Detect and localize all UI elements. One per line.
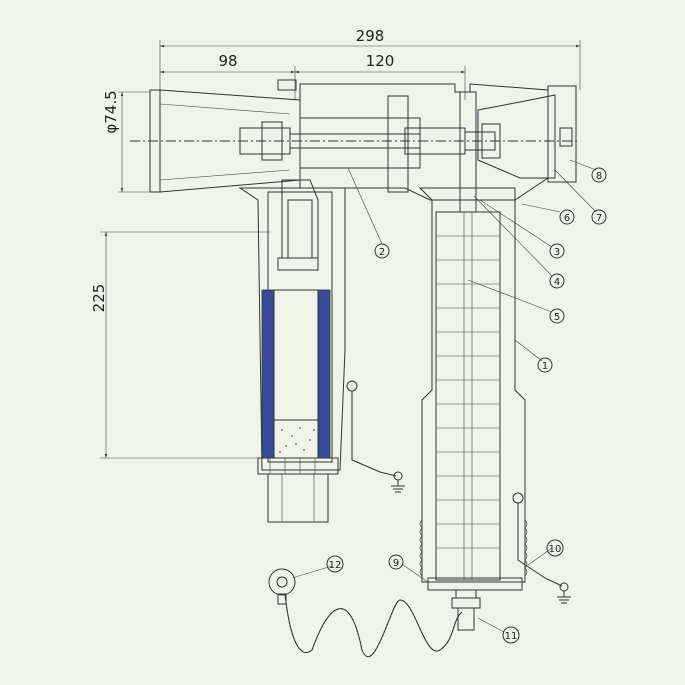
callout-12: 12 — [326, 555, 344, 573]
dimension-lines — [100, 40, 581, 459]
callout-1: 1 — [537, 357, 553, 373]
svg-text:4: 4 — [554, 277, 560, 288]
right-arrester-leg — [418, 91, 528, 631]
earth-braid — [268, 568, 463, 658]
connecting-rod — [130, 121, 580, 161]
stress-cone-right — [317, 289, 331, 459]
svg-text:1: 1 — [542, 361, 548, 372]
left-bushing — [149, 79, 301, 193]
svg-text:12: 12 — [329, 560, 342, 571]
svg-text:8: 8 — [596, 171, 602, 182]
t-body-top — [299, 83, 577, 201]
dim-height: 225 — [90, 284, 108, 313]
callout-2: 2 — [374, 243, 390, 259]
svg-text:11: 11 — [505, 631, 518, 642]
right-earth-lead — [512, 492, 571, 604]
svg-text:7: 7 — [596, 213, 602, 224]
ground-symbol-icon — [391, 480, 405, 493]
callout-3: 3 — [549, 243, 565, 259]
callout-6: 6 — [559, 209, 575, 225]
dim-right-width: 120 — [366, 52, 395, 70]
callout-9: 9 — [388, 554, 404, 570]
callout-leaders — [291, 159, 597, 633]
svg-text:10: 10 — [549, 544, 562, 555]
callout-11: 11 — [502, 626, 520, 644]
dim-bushing-diameter: φ74.5 — [102, 90, 120, 133]
svg-text:3: 3 — [554, 247, 560, 258]
svg-text:2: 2 — [379, 247, 385, 258]
callout-10: 10 — [546, 539, 564, 557]
callout-5: 5 — [549, 308, 565, 324]
dim-left-width: 98 — [218, 52, 237, 70]
left-cable-leg — [238, 179, 346, 523]
left-earth-lead — [346, 380, 405, 493]
callout-7: 7 — [591, 209, 607, 225]
stress-cone-left — [261, 289, 275, 459]
callout-4: 4 — [549, 273, 565, 289]
ground-symbol-icon — [557, 591, 571, 604]
dim-overall-width: 298 — [356, 27, 385, 45]
svg-text:5: 5 — [554, 312, 560, 323]
svg-text:9: 9 — [393, 558, 399, 569]
callout-8: 8 — [591, 167, 607, 183]
svg-text:6: 6 — [564, 213, 570, 224]
